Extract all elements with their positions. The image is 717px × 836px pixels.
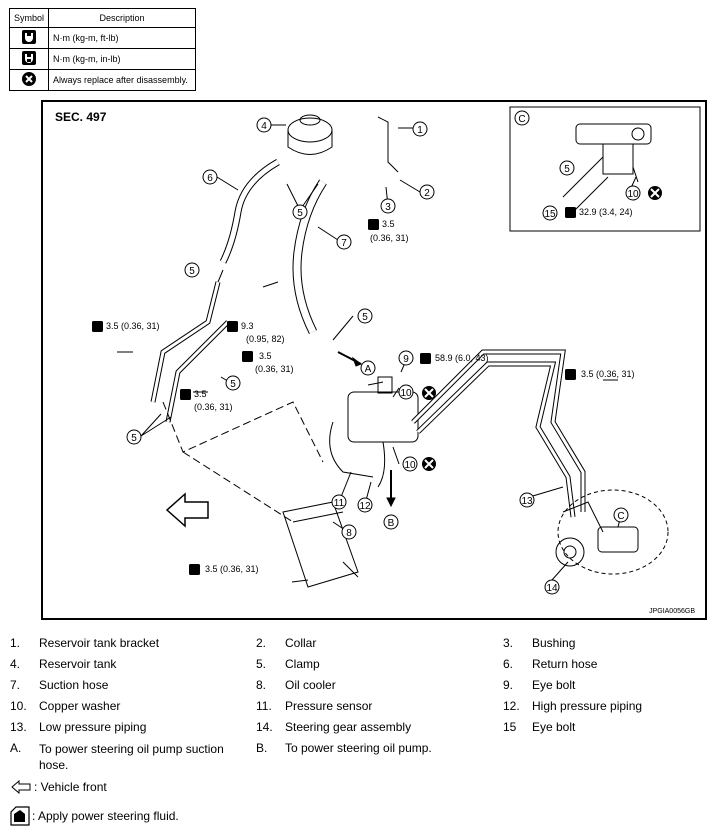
torque-label: 3.5 (0.36, 31) — [581, 369, 635, 379]
description-header: Description — [48, 8, 197, 28]
vehicle-front-note: : Vehicle front — [10, 780, 107, 794]
vehicle-front-arrow — [165, 492, 209, 528]
figure-code: JPGIA0056GB — [649, 608, 695, 615]
section-label: SEC. 497 — [55, 110, 107, 124]
symbol-header: Symbol — [8, 8, 50, 28]
bracket-drawing — [377, 116, 399, 173]
torque-label: (0.36, 31) — [194, 402, 233, 412]
torque-label: 9.3 — [241, 321, 254, 331]
diagram-drawing — [117, 106, 701, 588]
torque-label: 3.5 — [194, 389, 207, 399]
pump-assembly — [329, 376, 419, 488]
symbol-desc: N·m (kg-m, ft-lb) — [48, 27, 197, 49]
apply-fluid-text: : Apply power steering fluid. — [32, 809, 179, 823]
symbol-desc: N·m (kg-m, in-lb) — [48, 48, 197, 70]
torque-wrench-ft-lb-icon — [8, 27, 50, 49]
oil-cooler — [282, 501, 359, 588]
vehicle-front-icon — [11, 780, 31, 794]
torque-label: 3.5 — [382, 219, 395, 229]
reservoir-tank — [287, 114, 333, 155]
exploded-view-figure: SEC. 497 — [41, 100, 707, 620]
torque-wrench-in-lb-icon — [8, 48, 50, 70]
vehicle-front-text: : Vehicle front — [34, 780, 107, 794]
apply-fluid-note: : Apply power steering fluid. — [10, 806, 179, 826]
symbol-desc: Always replace after disassembly. — [48, 69, 197, 91]
always-replace-icon — [8, 69, 50, 91]
torque-label: 32.9 (3.4, 24) — [579, 207, 633, 217]
torque-label: (0.95, 82) — [246, 334, 285, 344]
torque-label: 3.5 (0.36, 31) — [106, 321, 160, 331]
apply-fluid-icon — [10, 806, 30, 826]
symbol-table: Symbol Description N·m (kg-m, ft-lb) N·m… — [8, 8, 197, 91]
inset-gear — [562, 123, 652, 198]
torque-label: 3.5 (0.36, 31) — [205, 564, 259, 574]
torque-label: (0.36, 31) — [370, 233, 409, 243]
torque-label: 58.9 (6.0, 43) — [435, 353, 489, 363]
inset-box — [509, 106, 701, 232]
torque-label: 3.5 — [259, 351, 272, 361]
torque-label: (0.36, 31) — [255, 364, 294, 374]
